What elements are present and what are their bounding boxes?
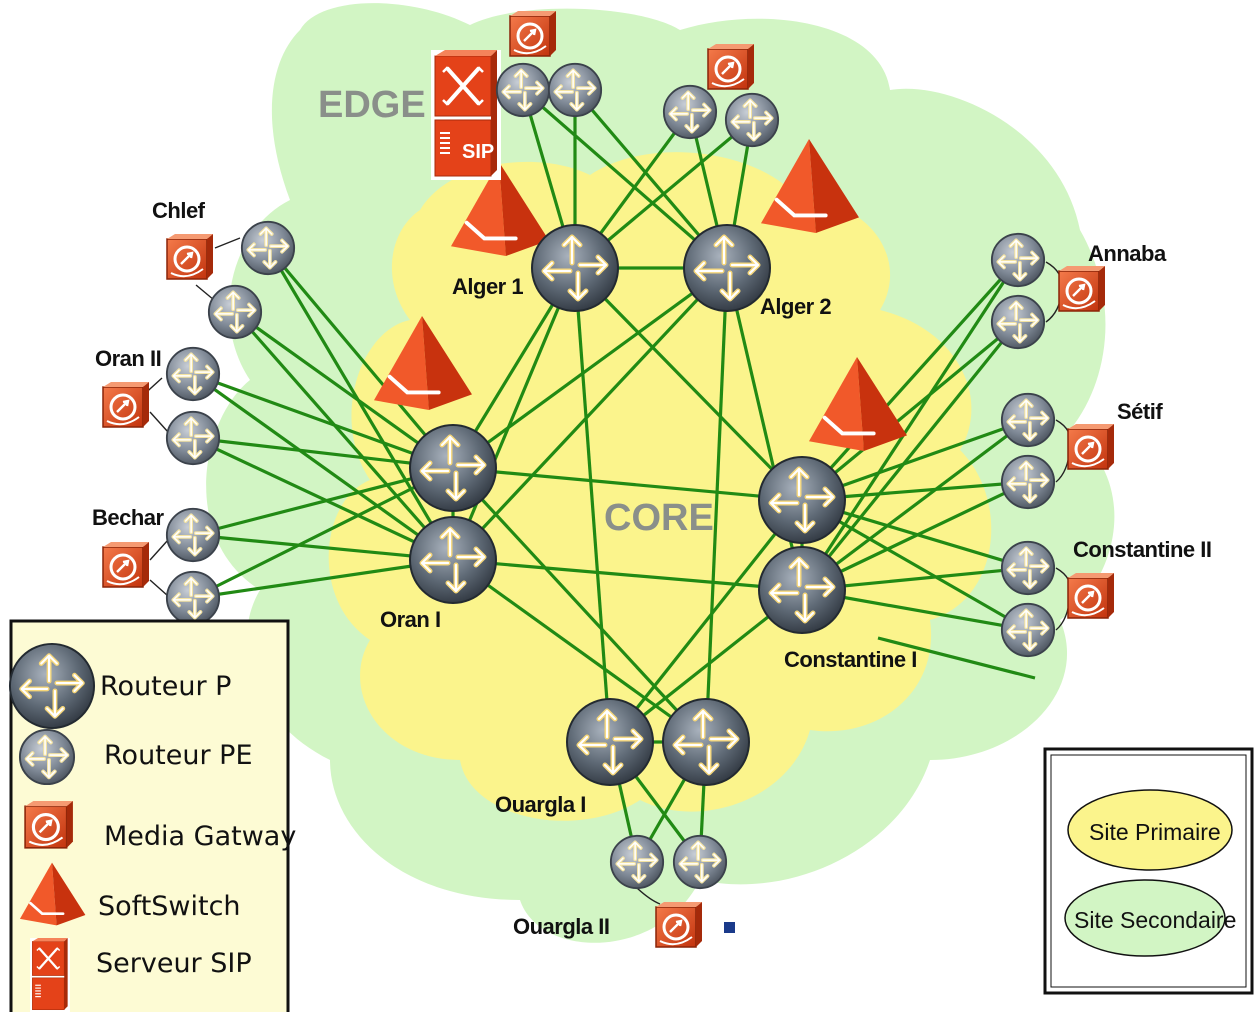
site-legend: Site Primaire Site Secondaire [1043,747,1254,995]
primary-site-label: Site Primaire [1089,819,1221,845]
legend-sip-server-icon [30,938,70,1012]
label-bechar: Bechar [92,505,165,530]
media-gateway-bechar-icon [101,541,151,589]
media-gateway-top-right-icon [706,43,756,91]
pe-router-bechar-2-icon [165,570,221,626]
sip-badge-text: SIP [462,141,494,163]
label-alger1: Alger 1 [452,274,523,299]
secondary-site-label: Site Secondaire [1074,907,1236,933]
marker-square [724,922,735,933]
pe-router-chlef-1-icon [240,220,296,276]
legend-sip-server-label: Serveur SIP [96,948,252,979]
p-router-constantine1-a-icon [759,457,845,543]
pe-router-top-1-icon [495,62,551,118]
legend-router-pe-icon [18,728,76,786]
p-router-alger2-icon [684,225,770,311]
p-router-alger1-icon [532,225,618,311]
pe-router-setif-1-icon [1000,392,1056,448]
pe-router-top-3-icon [662,84,718,140]
media-gateway-top-icon [508,10,558,58]
pe-router-setif-2-icon [1000,454,1056,510]
legend-media-gateway-icon [23,800,75,850]
pe-router-annaba-1-icon [990,232,1046,288]
pe-router-ouargla2-2-icon [672,834,728,890]
p-router-ouargla1-b-icon [663,699,749,785]
media-gateway-annaba-icon [1057,265,1107,313]
label-constantine2: Constantine II [1073,537,1211,562]
pe-router-top-2-icon [547,62,603,118]
edge-zone-label: EDGE [318,84,426,126]
legend-softswitch-label: SoftSwitch [98,891,241,922]
core-zone-label: CORE [604,497,714,539]
label-alger2: Alger 2 [760,294,831,319]
secondary-site-swatch [1064,879,1226,957]
pe-router-constantine2-1-icon [1000,540,1056,596]
p-router-oran1-a-icon [410,425,496,511]
p-router-oran1-b-icon [410,517,496,603]
legend-media-gateway-label: Media Gatway [104,821,296,852]
label-ouargla1: Ouargla I [495,792,586,817]
media-gateway-constantine2-icon [1066,572,1116,620]
label-annaba: Annaba [1088,241,1167,266]
pe-router-chlef-2-icon [207,284,263,340]
link-lines [192,88,1036,863]
label-oran1: Oran I [380,607,441,632]
media-gateway-setif-icon [1066,423,1116,471]
media-gateway-chlef-icon [165,233,215,281]
pe-router-oran2-1-icon [165,346,221,402]
label-setif: Sétif [1117,399,1163,424]
pe-router-constantine2-2-icon [1000,602,1056,658]
media-gateway-ouargla2-icon [654,901,704,949]
pe-router-ouargla2-1-icon [609,834,665,890]
media-gateway-oran2-icon [101,381,151,429]
device-legend: Routeur P Routeur PE Media Gatway SoftSw… [10,619,296,1012]
legend-router-pe-label: Routeur PE [104,740,253,771]
pe-router-bechar-1-icon [165,507,221,563]
p-router-ouargla1-a-icon [567,699,653,785]
pe-router-oran2-2-icon [165,410,221,466]
label-chlef: Chlef [152,198,206,223]
p-router-constantine1-b-icon [759,547,845,633]
legend-router-p-label: Routeur P [100,671,231,702]
label-oran2: Oran II [95,346,161,371]
pe-router-annaba-2-icon [990,294,1046,350]
label-ouargla2: Ouargla II [513,914,609,939]
legend-router-p-icon [10,644,94,728]
primary-site-swatch [1067,789,1233,871]
pe-router-top-4-icon [724,92,780,148]
label-constantine1: Constantine I [784,647,917,672]
